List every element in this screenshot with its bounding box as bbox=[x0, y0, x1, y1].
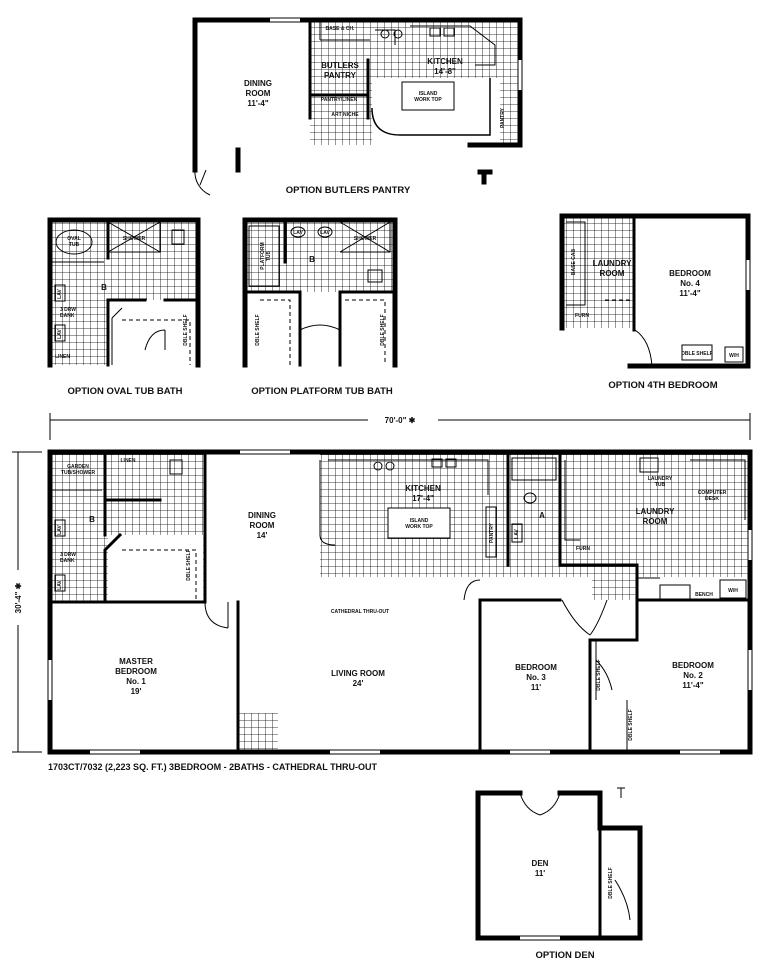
main-plan-caption: 1703CT/7032 (2,223 SQ. FT.) 3BEDROOM - 2… bbox=[48, 762, 378, 772]
oval-lav-bottom: LAV bbox=[57, 329, 63, 339]
butlers-art-niche-label: ART NICHE bbox=[331, 112, 359, 118]
main-linen-label: LINEN bbox=[121, 458, 136, 464]
option-platform-tub-bath-caption: OPTION PLATFORM TUB BATH bbox=[251, 386, 393, 397]
4th-furn-label: FURN bbox=[575, 313, 589, 319]
platform-dble-shelf-right: DBLE SHELF bbox=[380, 314, 386, 345]
bath-b-letter: B bbox=[89, 515, 95, 524]
oval-bath-letter: B bbox=[101, 283, 107, 292]
oval-linen-label: LINEN bbox=[55, 354, 70, 360]
main-dble-shelf-bed3: DBLE SHELF bbox=[596, 659, 602, 690]
oval-dble-shelf-label: DBLE SHELF bbox=[183, 314, 189, 345]
main-dble-shelf-bath: DBLE SHELF bbox=[186, 549, 192, 580]
platform-lav-left: LAV bbox=[293, 230, 303, 236]
butlers-pantry-linen-label: PANTRY/LINEN bbox=[321, 97, 358, 103]
main-dble-shelf-bed2: DBLE SHELF bbox=[628, 709, 634, 740]
bath-a-letter: A bbox=[539, 511, 545, 520]
overall-depth-label: 30'-4" ✱ bbox=[14, 582, 23, 613]
platform-lav-right: LAV bbox=[320, 230, 330, 236]
option-butlers-pantry-caption: OPTION BUTLERS PANTRY bbox=[286, 185, 411, 196]
main-furn-label: FURN bbox=[576, 546, 590, 552]
main-lav-top: LAV bbox=[57, 525, 63, 535]
main-lav-bottom: LAV bbox=[57, 580, 63, 590]
main-wh-label: W/H bbox=[728, 588, 738, 594]
4th-wh-label: W/H bbox=[729, 353, 739, 359]
option-4th-bedroom-caption: OPTION 4TH BEDROOM bbox=[608, 380, 717, 391]
4th-base-cab-label: BASE CAB bbox=[571, 249, 577, 276]
platform-bath-letter: B bbox=[309, 255, 315, 264]
platform-shower-label: SHOWER bbox=[354, 236, 377, 242]
den-dble-shelf-label: DBLE SHELF bbox=[608, 867, 614, 898]
bench-label: BENCH bbox=[695, 592, 713, 598]
butlers-small-pantry-label: PANTRY bbox=[500, 107, 506, 128]
dimension-lines: 70'-0" ✱ 30'-4" ✱ bbox=[12, 413, 751, 753]
pantry-label: PANTRY bbox=[489, 522, 495, 543]
option-oval-tub-bath-caption: OPTION OVAL TUB BATH bbox=[67, 386, 182, 397]
4th-dble-shelf-label: DBLE SHELF bbox=[681, 351, 712, 357]
option-platform-tub-bath: PLATFORMTUB SHOWER B LAV LAV DBLE SHELF … bbox=[242, 217, 398, 397]
oval-shower-label: SHOWER bbox=[123, 236, 146, 242]
main-lav-a: LAV bbox=[514, 529, 520, 539]
platform-tub-label: PLATFORMTUB bbox=[260, 242, 272, 269]
overall-width-label: 70'-0" ✱ bbox=[385, 416, 416, 425]
platform-dble-shelf-left: DBLE SHELF bbox=[255, 314, 261, 345]
cathedral-label: CATHEDRAL THRU-OUT bbox=[331, 609, 389, 615]
oval-lav-top: LAV bbox=[57, 289, 63, 299]
butlers-base-cab-label: BASE & CH. bbox=[326, 26, 356, 32]
option-den-caption: OPTION DEN bbox=[535, 950, 594, 961]
